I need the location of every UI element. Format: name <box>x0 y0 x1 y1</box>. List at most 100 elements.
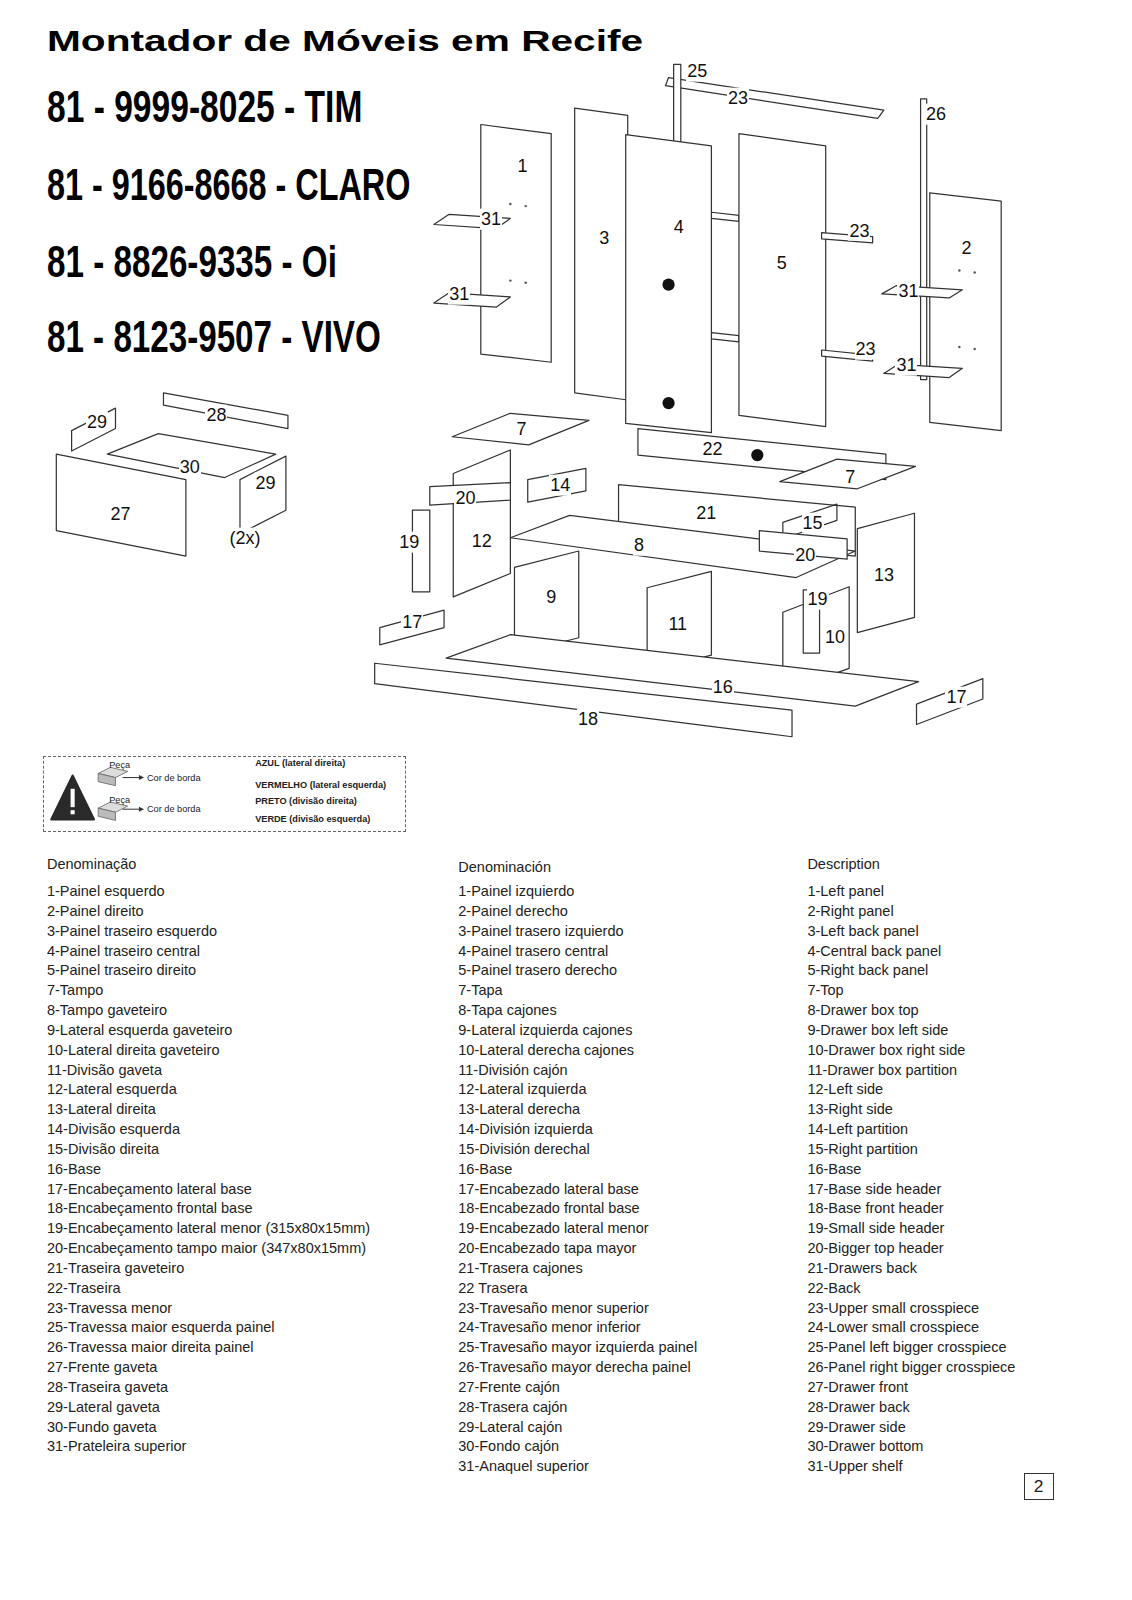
callout-number: 25 <box>686 61 708 82</box>
side-panel <box>453 450 510 597</box>
parts-list-entry: 13-Lateral direita <box>47 1101 156 1118</box>
parts-list-entry: 22 Trasera <box>458 1279 527 1296</box>
parts-list-heading: Denominação <box>47 855 136 872</box>
parts-list-entry: 18-Encabezado frontal base <box>458 1200 639 1217</box>
parts-list-entry: 9-Drawer box left side <box>807 1022 948 1039</box>
callout-number: 19 <box>807 589 829 610</box>
parts-list-entry: 12-Left side <box>807 1081 883 1098</box>
shelf <box>882 286 963 298</box>
parts-list-entry: 18-Encabeçamento frontal base <box>47 1200 253 1217</box>
panel <box>481 124 551 362</box>
parts-list-entry: 20-Bigger top header <box>807 1240 943 1257</box>
parts-list-entry: 13-Right side <box>807 1101 892 1118</box>
color-note: AZUL (lateral direita) <box>255 758 345 768</box>
parts-list-entry: 17-Encabeçamento lateral base <box>47 1180 252 1197</box>
edge-arrow <box>123 809 141 810</box>
callout-number: (2x) <box>228 528 261 549</box>
callout-number: 7 <box>844 466 856 487</box>
part-label: Peça <box>109 795 130 805</box>
pin-hole <box>958 346 960 348</box>
parts-list-entry: 7-Tapa <box>458 982 502 999</box>
parts-list-entry: 17-Base side header <box>807 1180 941 1197</box>
pin-hole <box>524 205 526 207</box>
phone-number: 81 - 8826-9335 - Oi <box>47 237 337 288</box>
parts-list-entry: 10-Lateral derecha cajones <box>458 1041 634 1058</box>
parts-list-entry: 30-Drawer bottom <box>807 1438 923 1455</box>
parts-list-entry: 16-Base <box>807 1160 861 1177</box>
parts-list-entry: 21-Trasera cajones <box>458 1260 582 1277</box>
edge-arrow <box>139 775 144 780</box>
warning-icons <box>51 767 144 820</box>
parts-list-entry: 28-Trasera cajón <box>458 1398 567 1415</box>
crosspiece <box>921 99 927 380</box>
callout-number: 20 <box>454 488 476 509</box>
callout-number: 14 <box>549 475 571 496</box>
parts-list-entry: 1-Painel esquerdo <box>47 883 165 900</box>
parts-list-entry: 3-Left back panel <box>807 922 918 939</box>
parts-list-entry: 12-Lateral esquerda <box>47 1081 177 1098</box>
base-front-header <box>375 663 792 736</box>
board-icon <box>98 773 115 785</box>
phone-number: 81 - 8123-9507 - VIVO <box>47 312 381 363</box>
callout-number: 23 <box>727 88 749 109</box>
parts-list-entry: 24-Lower small crosspiece <box>807 1319 979 1336</box>
parts-list-entry: 27-Frente gaveta <box>47 1359 157 1376</box>
callout-number: 18 <box>577 708 599 729</box>
warning-mark <box>71 789 75 807</box>
callout-number: 8 <box>633 535 645 556</box>
callout-number: 31 <box>448 284 470 305</box>
callout-number: 9 <box>545 587 557 608</box>
page-number-box: 2 <box>1024 1473 1055 1501</box>
side-panel <box>857 513 914 632</box>
parts-list-entry: 23-Travesaño menor superior <box>458 1299 648 1316</box>
callout-number: 5 <box>776 253 788 274</box>
callout-number: 2 <box>961 238 973 259</box>
parts-list-entry: 9-Lateral esquerda gaveteiro <box>47 1022 232 1039</box>
parts-list-entry: 19-Small side header <box>807 1220 944 1237</box>
parts-list-heading: Denominación <box>458 858 551 875</box>
callout-number: 23 <box>848 220 870 241</box>
crosspiece <box>711 333 739 342</box>
parts-list-entry: 17-Encabezado lateral base <box>458 1180 639 1197</box>
parts-list-entry: 23-Upper small crosspiece <box>807 1299 979 1316</box>
parts-list-entry: 2-Right panel <box>807 903 893 920</box>
callout-number: 29 <box>86 411 108 432</box>
parts-list-entry: 5-Painel trasero derecho <box>458 962 617 979</box>
page-title: Montador de Móveis em Recife <box>47 25 643 58</box>
pin-hole <box>973 271 975 273</box>
part-label: Peça <box>109 760 130 770</box>
parts-list-entry: 27-Frente cajón <box>458 1379 560 1396</box>
parts-list-entry: 1-Left panel <box>807 883 884 900</box>
pin-hole <box>958 269 960 271</box>
shelf <box>434 293 511 307</box>
parts-list-entry: 26-Travessa maior direita painel <box>47 1339 254 1356</box>
callout-number: 16 <box>712 677 734 698</box>
parts-list-entry: 25-Travessa maior esquerda painel <box>47 1319 275 1336</box>
parts-list-entry: 4-Central back panel <box>807 942 941 959</box>
crosspiece <box>711 212 739 221</box>
callout-number: 31 <box>480 209 502 230</box>
callout-number: 11 <box>667 613 688 634</box>
drawer-front <box>56 454 186 556</box>
parts-list-entry: 10-Lateral direita gaveteiro <box>47 1041 220 1058</box>
warning-box: PeçaCor de bordaPeçaCor de bordaAZUL (la… <box>43 756 406 832</box>
callout-number: 13 <box>873 564 895 585</box>
parts-list-entry: 22-Traseira <box>47 1279 121 1296</box>
parts-list-entry: 20-Encabezado tapa mayor <box>458 1240 636 1257</box>
drawer-back <box>163 393 287 429</box>
callout-number: 22 <box>701 439 723 460</box>
parts-list-entry: 25-Panel left bigger crosspiece <box>807 1339 1006 1356</box>
callout-number: 12 <box>471 531 493 552</box>
parts-list-entry: 4-Painel trasero central <box>458 942 608 959</box>
callout-number: 30 <box>179 457 201 478</box>
edge-arrow <box>139 807 144 812</box>
drawer-side <box>240 456 286 534</box>
parts-list-entry: 28-Traseira gaveta <box>47 1379 168 1396</box>
callout-number: 31 <box>895 355 917 376</box>
parts-list-entry: 14-División izquierda <box>458 1121 593 1138</box>
parts-list-entry: 29-Drawer side <box>807 1418 905 1435</box>
edge-color-label: Cor de borda <box>147 773 201 783</box>
parts-list-entry: 26-Panel right bigger crosspiece <box>807 1359 1015 1376</box>
parts-list-entry: 16-Base <box>47 1160 101 1177</box>
phone-number: 81 - 9999-8025 - TIM <box>47 82 362 133</box>
